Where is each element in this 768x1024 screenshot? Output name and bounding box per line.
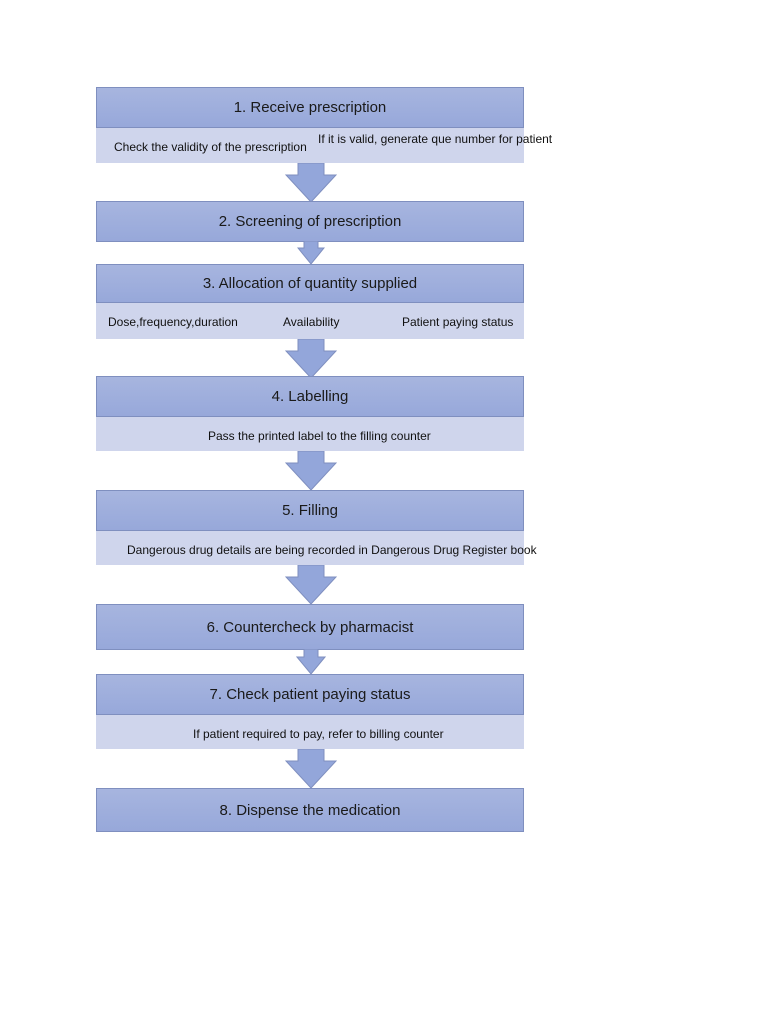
step-4: 4. Labelling Pass the printed label to t… bbox=[96, 376, 524, 451]
step-4-title: 4. Labelling bbox=[96, 376, 524, 417]
step-6-title: 6. Countercheck by pharmacist bbox=[96, 604, 524, 650]
step-2-title: 2. Screening of prescription bbox=[96, 201, 524, 242]
step-3-detail-2: Availability bbox=[283, 315, 340, 329]
step-8-title: 8. Dispense the medication bbox=[96, 788, 524, 832]
step-7-title: 7. Check patient paying status bbox=[96, 674, 524, 715]
arrow-down-icon bbox=[285, 451, 337, 491]
step-3-detail-1: Dose,frequency,duration bbox=[108, 315, 238, 329]
step-1-details: Check the validity of the prescription I… bbox=[96, 128, 552, 163]
step-1-detail-2: If it is valid, generate que number for … bbox=[318, 132, 553, 146]
step-5-title: 5. Filling bbox=[96, 490, 524, 531]
step-1-title: 1. Receive prescription bbox=[96, 87, 524, 128]
arrow-down-icon bbox=[285, 163, 337, 203]
step-3-details: Dose,frequency,duration Availability Pat… bbox=[96, 303, 524, 339]
step-6: 6. Countercheck by pharmacist bbox=[96, 604, 524, 650]
step-1-detail-1: Check the validity of the prescription bbox=[114, 140, 307, 154]
step-3-title: 3. Allocation of quantity supplied bbox=[96, 264, 524, 303]
step-2: 2. Screening of prescription bbox=[96, 201, 524, 242]
step-7-details: If patient required to pay, refer to bil… bbox=[96, 715, 524, 749]
step-4-detail-1: Pass the printed label to the filling co… bbox=[208, 429, 431, 443]
step-7: 7. Check patient paying status If patien… bbox=[96, 674, 524, 749]
arrow-down-icon bbox=[296, 649, 326, 675]
step-5: 5. Filling Dangerous drug details are be… bbox=[96, 490, 537, 565]
step-3-detail-3: Patient paying status bbox=[402, 315, 514, 329]
arrow-down-icon bbox=[285, 749, 337, 789]
arrow-down-icon bbox=[297, 241, 325, 265]
arrow-down-icon bbox=[285, 565, 337, 605]
step-5-details: Dangerous drug details are being recorde… bbox=[96, 531, 537, 565]
step-5-detail-1: Dangerous drug details are being recorde… bbox=[127, 543, 537, 557]
arrow-down-icon bbox=[285, 339, 337, 379]
step-3: 3. Allocation of quantity supplied Dose,… bbox=[96, 264, 524, 339]
step-7-detail-1: If patient required to pay, refer to bil… bbox=[193, 727, 444, 741]
step-4-details: Pass the printed label to the filling co… bbox=[96, 417, 524, 451]
step-1: 1. Receive prescription Check the validi… bbox=[96, 87, 552, 163]
step-8: 8. Dispense the medication bbox=[96, 788, 524, 832]
